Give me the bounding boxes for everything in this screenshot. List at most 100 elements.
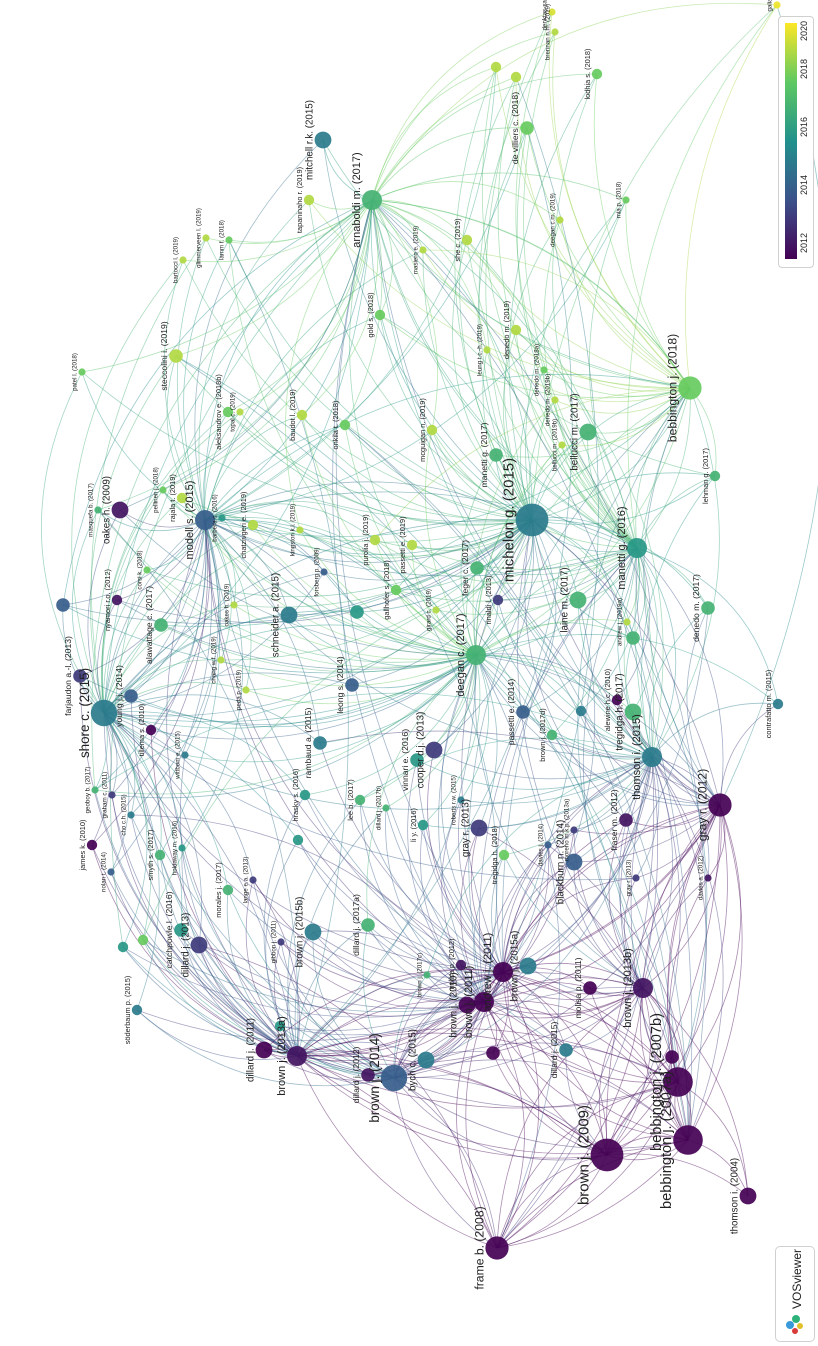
publication-label[interactable]: denktaş-şaka <box>541 0 548 30</box>
publication-label[interactable]: mitchell r.k. (2015) <box>305 100 316 180</box>
publication-label[interactable]: girard c. (2019) <box>425 589 432 631</box>
publication-label[interactable]: young j.j. (2014) <box>114 665 124 727</box>
publication-label[interactable]: modell s. (2015) <box>184 481 196 560</box>
publication-label[interactable]: gallhofer s. (2018) <box>382 560 391 620</box>
publication-label[interactable]: bebbington j. (2018) <box>665 334 679 442</box>
publication-node[interactable] <box>303 194 315 206</box>
publication-node[interactable] <box>174 923 188 937</box>
publication-label[interactable]: laine m. (2017) <box>560 567 571 632</box>
unlabeled-node[interactable] <box>274 1020 286 1032</box>
publication-node[interactable] <box>627 538 647 558</box>
publication-label[interactable]: michelon g. (2015) <box>501 458 518 582</box>
publication-node[interactable] <box>78 368 86 376</box>
publication-node[interactable] <box>296 409 308 421</box>
publication-node[interactable] <box>515 503 549 537</box>
publication-node[interactable] <box>673 1125 703 1155</box>
publication-label[interactable]: purolia j. (2019) <box>361 514 370 565</box>
unlabeled-node[interactable] <box>575 705 587 717</box>
publication-node[interactable] <box>255 1041 273 1059</box>
publication-label[interactable]: mcguigan n. (2019) <box>418 398 427 462</box>
publication-node[interactable] <box>558 441 566 449</box>
publication-node[interactable] <box>190 936 208 954</box>
publication-label[interactable]: lodhia s. (2018) <box>583 49 592 100</box>
publication-node[interactable] <box>457 796 465 804</box>
publication-node[interactable] <box>176 492 188 504</box>
publication-label[interactable]: nyamori r.o. (2012) <box>103 569 112 631</box>
publication-node[interactable] <box>516 705 530 719</box>
publication-label[interactable]: vinnari e. (2016) <box>400 729 410 791</box>
publication-node[interactable] <box>225 236 233 244</box>
publication-node[interactable] <box>423 971 431 979</box>
publication-node[interactable] <box>143 566 151 574</box>
publication-label[interactable]: brown j. (2015b) <box>295 897 306 968</box>
vosviewer-logo[interactable]: VOSviewer <box>775 1246 815 1342</box>
publication-label[interactable]: bych c. (2015) <box>408 1029 419 1091</box>
publication-label[interactable]: blackburn n. (2014) <box>556 820 567 904</box>
publication-label[interactable]: lehman g. (2017) <box>701 448 710 504</box>
publication-label[interactable]: feger c. (2017) <box>460 540 470 596</box>
publication-node[interactable] <box>739 1187 757 1205</box>
publication-node[interactable] <box>461 234 473 246</box>
publication-label[interactable]: masiero e. (2019) <box>412 226 419 275</box>
publication-label[interactable]: passetti e. (2014) <box>506 679 516 746</box>
publication-label[interactable]: morales j. (2017) <box>214 862 223 917</box>
unlabeled-node[interactable] <box>137 934 149 946</box>
publication-label[interactable]: li y. (2016) <box>409 808 418 842</box>
publication-node[interactable] <box>583 981 597 995</box>
publication-label[interactable]: deegan c.m. (2019) <box>549 193 556 247</box>
publication-label[interactable]: dillard j. (2015) <box>549 1021 559 1078</box>
publication-node[interactable] <box>591 68 603 80</box>
publication-node[interactable] <box>287 1046 307 1066</box>
publication-label[interactable]: brown j. (2017c) <box>416 953 423 997</box>
publication-node[interactable] <box>546 729 558 741</box>
publication-label[interactable]: frame b. (2008) <box>472 1206 486 1289</box>
publication-label[interactable]: fraser m. (2012) <box>609 789 619 850</box>
publication-node[interactable] <box>361 918 375 932</box>
publication-node[interactable] <box>624 703 642 721</box>
publication-node[interactable] <box>510 324 522 336</box>
publication-node[interactable] <box>544 841 552 849</box>
publication-label[interactable]: lamm f. (2018) <box>218 220 225 260</box>
publication-label[interactable]: roberts r.w. (2015) <box>450 775 457 825</box>
unlabeled-node[interactable] <box>486 1046 500 1060</box>
publication-label[interactable]: bellucci m. (2019b) <box>551 419 558 471</box>
publication-node[interactable] <box>304 923 322 941</box>
publication-node[interactable] <box>556 216 564 224</box>
publication-label[interactable]: denedo m. (2019b) <box>544 374 551 426</box>
unlabeled-node[interactable] <box>292 834 304 846</box>
publication-label[interactable]: denedo m. (2018a) <box>533 344 540 396</box>
publication-label[interactable]: bebbington j. (2007a) <box>659 1071 675 1209</box>
publication-node[interactable] <box>632 874 640 882</box>
publication-node[interactable] <box>380 1064 408 1092</box>
publication-label[interactable]: oakes h. (2019) <box>223 584 230 627</box>
publication-node[interactable] <box>663 1067 693 1097</box>
publication-label[interactable]: brown j. (2014) <box>367 1033 382 1122</box>
publication-label[interactable]: glimmerveen l. (2019) <box>195 208 202 268</box>
publication-label[interactable]: schneider a. (2015) <box>271 573 282 657</box>
publication-node[interactable] <box>419 246 427 254</box>
publication-label[interactable]: molisa p. (2011) <box>573 957 583 1018</box>
publication-label[interactable]: mia p. (2018) <box>615 182 622 218</box>
publication-label[interactable]: shore c. (2015) <box>77 668 92 758</box>
publication-node[interactable] <box>181 751 189 759</box>
publication-label[interactable]: passetti e. (2019) <box>398 516 407 573</box>
publication-node[interactable] <box>611 694 623 706</box>
publication-node[interactable] <box>619 813 633 827</box>
publication-node[interactable] <box>559 1043 573 1057</box>
publication-label[interactable]: oakes h. (2009) <box>102 476 113 544</box>
publication-label[interactable]: contrafatto m. (2015) <box>764 670 773 739</box>
publication-label[interactable]: forsberg p. (2009) <box>313 547 320 596</box>
publication-node[interactable] <box>519 957 537 975</box>
publication-node[interactable] <box>623 618 631 626</box>
publication-label[interactable]: thomson i. (2004) <box>730 1158 741 1234</box>
publication-node[interactable] <box>299 789 311 801</box>
publication-label[interactable]: alawattage c. (2017) <box>144 586 154 664</box>
publication-node[interactable] <box>296 526 304 534</box>
unlabeled-node[interactable] <box>626 631 640 645</box>
publication-node[interactable] <box>417 819 429 831</box>
publication-node[interactable] <box>154 618 168 632</box>
publication-node[interactable] <box>570 826 578 834</box>
publication-node[interactable] <box>466 645 486 665</box>
publication-node[interactable] <box>642 747 662 767</box>
publication-node[interactable] <box>111 501 129 519</box>
